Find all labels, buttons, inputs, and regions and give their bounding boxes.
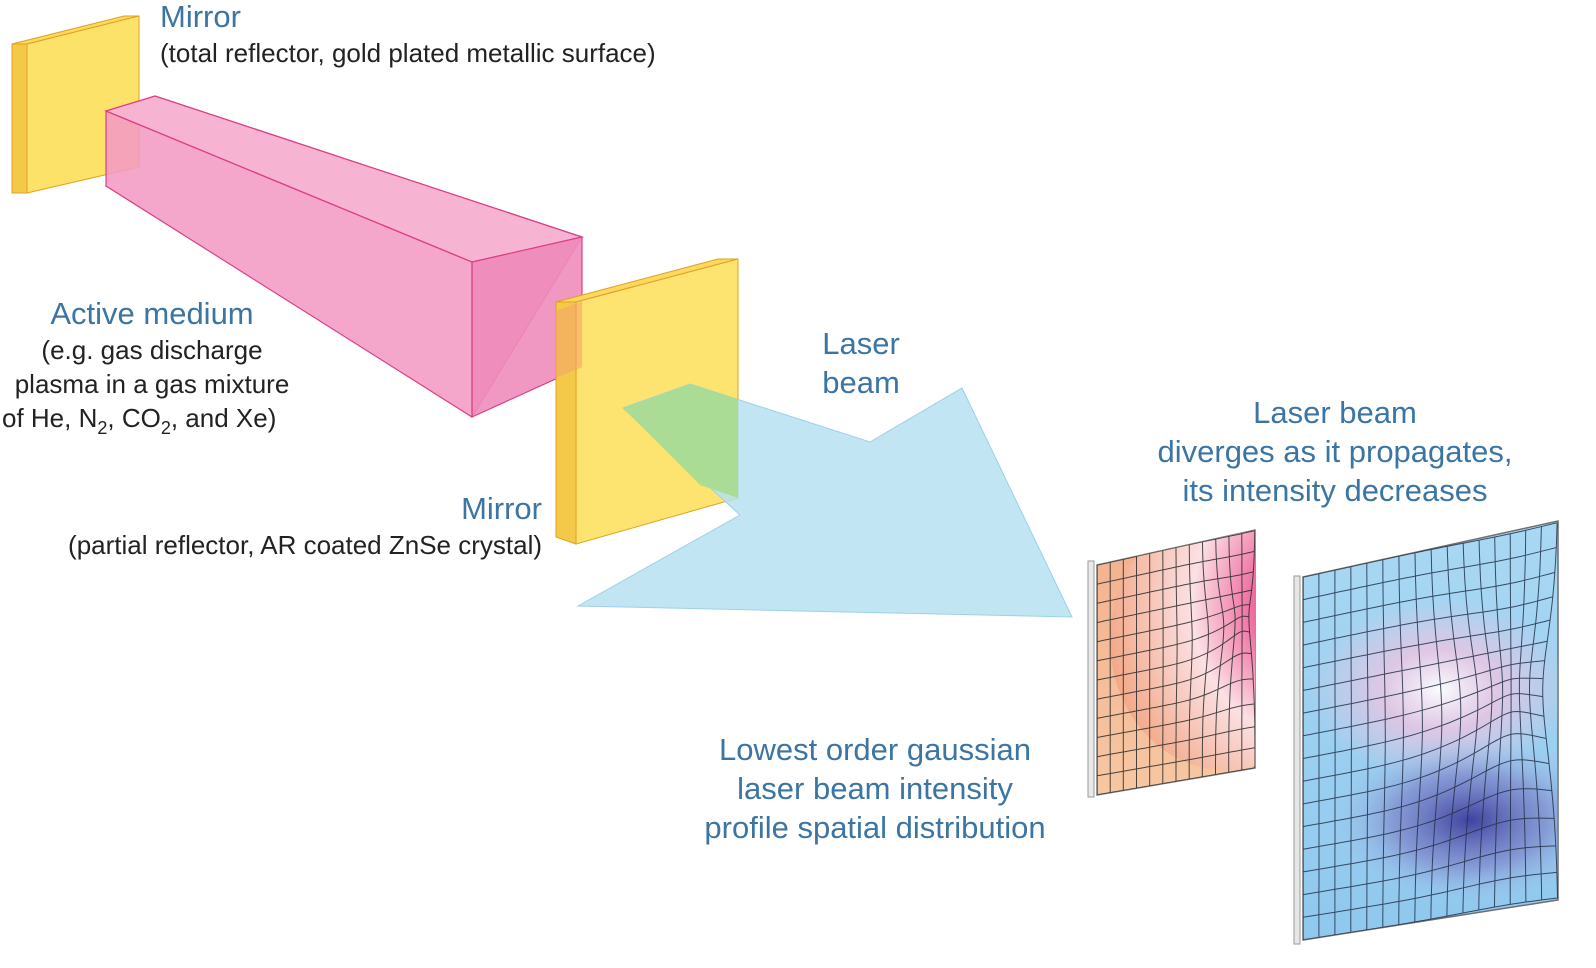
gaussian-line1: Lowest order gaussian xyxy=(719,732,1031,767)
label-gaussian: Lowest order gaussian laser beam intensi… xyxy=(704,732,1045,845)
label-mirror-bottom: Mirror (partial reflector, AR coated ZnS… xyxy=(68,491,542,560)
gaussian-line2: laser beam intensity xyxy=(737,771,1013,806)
active-medium-line3: of He, N2, CO2, and Xe) xyxy=(2,403,276,438)
active-medium-title: Active medium xyxy=(50,296,253,331)
gaussian-line3: profile spatial distribution xyxy=(704,810,1045,845)
mirror-top-title: Mirror xyxy=(160,0,241,34)
label-laser-beam: Laser beam xyxy=(822,326,900,400)
gaussian-profile-small xyxy=(1088,510,1340,797)
active-medium-line2: plasma in a gas mixture xyxy=(15,369,290,399)
laser-beam-line1: Laser xyxy=(822,326,900,361)
diverge-line3: its intensity decreases xyxy=(1183,473,1488,508)
gaussian-profile-large xyxy=(1294,521,1596,944)
diverge-line2: diverges as it propagates, xyxy=(1158,434,1513,469)
mirror-top-subtitle: (total reflector, gold plated metallic s… xyxy=(160,38,656,68)
diverge-line1: Laser beam xyxy=(1253,395,1417,430)
active-medium-line1: (e.g. gas discharge xyxy=(41,335,262,365)
mirror-bottom-title: Mirror xyxy=(461,491,542,526)
laser-beam-line2: beam xyxy=(822,365,900,400)
label-active-medium: Active medium (e.g. gas discharge plasma… xyxy=(2,296,289,438)
mirror-bottom-subtitle: (partial reflector, AR coated ZnSe cryst… xyxy=(68,530,542,560)
label-diverge: Laser beam diverges as it propagates, it… xyxy=(1158,395,1513,508)
label-mirror-top: Mirror (total reflector, gold plated met… xyxy=(160,0,656,68)
